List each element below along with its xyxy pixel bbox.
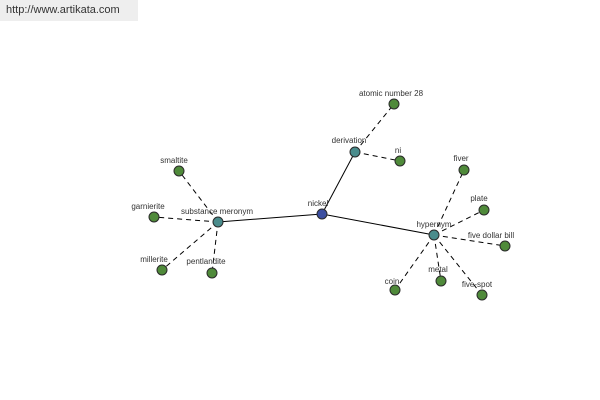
leaf-node-pentlandite[interactable] — [206, 267, 218, 279]
relation-label-derivation[interactable]: derivation — [332, 136, 367, 145]
edge-hypernym-five-spot — [433, 234, 483, 296]
leaf-node-fiver[interactable] — [458, 164, 470, 176]
leaf-label-atomic-number-28[interactable]: atomic number 28 — [359, 89, 424, 98]
leaf-label-plate[interactable]: plate — [470, 194, 488, 203]
edge-hypernym-five-dollar-bill — [433, 234, 506, 247]
leaf-label-pentlandite[interactable]: pentlandite — [186, 257, 226, 266]
leaf-node-metal[interactable] — [435, 275, 447, 287]
edge-derivation-atomic-number-28 — [354, 103, 395, 153]
relation-label-substance-meronym[interactable]: substance meronym — [181, 207, 253, 216]
leaf-node-ni[interactable] — [394, 155, 406, 167]
edge-substance-meronym-smaltite — [178, 170, 219, 223]
leaf-label-fiver[interactable]: fiver — [453, 154, 468, 163]
leaf-label-five-spot[interactable]: five-spot — [462, 280, 493, 289]
leaf-label-metal[interactable]: metal — [428, 265, 448, 274]
relation-node-hypernym[interactable] — [428, 229, 440, 241]
leaf-node-plate[interactable] — [478, 204, 490, 216]
leaf-node-garnierite[interactable] — [148, 211, 160, 223]
leaf-node-smaltite[interactable] — [173, 165, 185, 177]
relation-node-derivation[interactable] — [349, 146, 361, 158]
leaf-node-coin[interactable] — [389, 284, 401, 296]
leaf-label-garnierite[interactable]: garnierite — [131, 202, 165, 211]
edge-hypernym-fiver — [433, 169, 465, 236]
leaf-label-smaltite[interactable]: smaltite — [160, 156, 188, 165]
site-url-link[interactable]: http://www.artikata.com — [0, 0, 138, 21]
edge-nickel-substance-meronym — [217, 213, 323, 223]
relation-node-substance-meronym[interactable] — [212, 216, 224, 228]
leaf-label-five-dollar-bill[interactable]: five dollar bill — [468, 231, 514, 240]
root-label-nickel[interactable]: nickel — [308, 199, 329, 208]
edge-nickel-hypernym — [321, 213, 435, 236]
leaf-node-atomic-number-28[interactable] — [388, 98, 400, 110]
graph-nodes — [148, 98, 511, 301]
relation-label-hypernym[interactable]: hypernym — [416, 220, 451, 229]
leaf-node-millerite[interactable] — [156, 264, 168, 276]
edge-derivation-ni — [354, 151, 401, 162]
edge-hypernym-plate — [433, 209, 485, 236]
graph-edges — [153, 103, 506, 296]
edge-substance-meronym-millerite — [161, 221, 219, 271]
leaf-node-five-dollar-bill[interactable] — [499, 240, 511, 252]
leaf-node-five-spot[interactable] — [476, 289, 488, 301]
edge-nickel-derivation — [321, 151, 356, 215]
edge-hypernym-coin — [394, 234, 435, 291]
leaf-label-coin[interactable]: coin — [385, 277, 400, 286]
leaf-label-millerite[interactable]: millerite — [140, 255, 168, 264]
edge-hypernym-metal — [433, 234, 442, 282]
graph-labels: atomic number 28 ni smaltite garnierite mill… — [131, 89, 514, 289]
leaf-label-ni[interactable]: ni — [395, 146, 401, 155]
edge-substance-meronym-garnierite — [153, 216, 219, 223]
root-node-nickel[interactable] — [316, 208, 328, 220]
